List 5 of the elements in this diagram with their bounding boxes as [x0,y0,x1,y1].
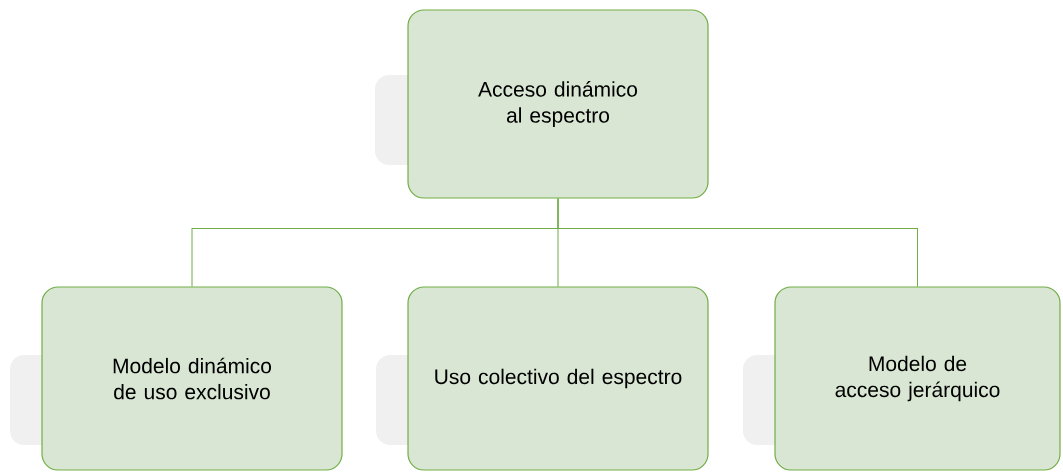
connector-line [557,198,918,287]
process-box: Acceso dinámico al espectro [407,9,709,199]
process-box: Modelo de acceso jerárquico [774,286,1061,471]
process-box: Modelo dinámico de uso exclusivo [41,286,343,471]
process-box: Uso colectivo del espectro [407,286,709,471]
